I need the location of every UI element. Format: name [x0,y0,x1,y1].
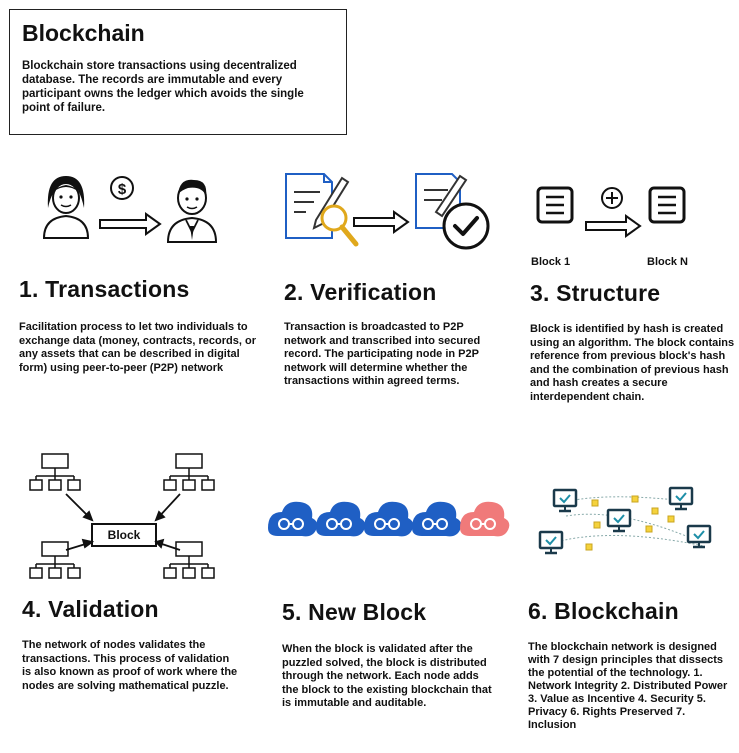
step-description: Block is identified by hash is created u… [530,323,735,403]
page-title: Blockchain [22,20,145,46]
step-transactions: 1. Transactions Facilitation process to … [19,276,257,375]
block-list-icon [536,186,574,224]
network-node-icon [585,495,675,551]
monitor-icon [668,486,694,511]
step-title: 6. Blockchain [528,598,679,624]
validation-block-label: Block [108,528,141,542]
step-title: 5. New Block [282,599,427,625]
step-verification: 2. Verification Transaction is broadcast… [284,279,508,389]
step-title: 4. Validation [22,596,159,622]
chain-block-icon [316,501,366,537]
transactions-illustration: $ [42,176,218,243]
verification-illustration [285,173,490,250]
header-box: Blockchain Blockchain store transactions… [9,9,347,135]
step-structure: 3. Structure Block is identified by hash… [530,280,736,405]
plus-circle-icon [601,187,623,209]
network-node-icon [163,453,215,491]
block-list-icon [648,186,686,224]
arrow-right-icon [99,212,162,236]
step-blockchain: 6. Blockchain The blockchain network is … [528,598,736,732]
arrow-right-icon [585,214,642,238]
validation-illustration: Block [29,453,215,579]
blockchain-network-illustration [538,486,712,555]
block-n-label: Block N [647,256,688,268]
monitor-icon [538,530,564,555]
new-block-chain-illustration [268,501,510,537]
document-check-icon [415,173,490,250]
step-validation: 4. Validation The network of nodes valid… [22,596,238,693]
monitor-icon [686,524,712,549]
step-description: Transaction is broadcasted to P2P networ… [284,321,481,388]
chain-new-block-icon [460,501,510,537]
block-box-icon [91,523,157,547]
network-node-icon [29,453,81,491]
magnifier-icon [320,204,359,247]
step-description: When the block is validated after the pu… [282,643,492,710]
step-title: 3. Structure [530,280,661,306]
step-new-block: 5. New Block When the block is validated… [282,599,498,711]
chain-block-icon [268,501,318,537]
chain-block-icon [364,501,414,537]
structure-illustration [536,186,686,238]
dollar-coin-icon: $ [110,176,134,200]
header-description: Blockchain store transactions using dece… [22,60,304,114]
svg-text:$: $ [118,181,127,198]
monitor-icon [606,508,632,533]
woman-avatar-icon [42,176,90,239]
arrows-icon [65,493,181,551]
step-title: 2. Verification [284,279,437,305]
man-avatar-icon [166,179,218,243]
arrow-right-icon [353,210,410,234]
chain-block-icon [412,501,462,537]
block-1-label: Block 1 [531,256,571,268]
step-title: 1. Transactions [19,276,190,302]
step-description: Facilitation process to let two individu… [19,321,256,374]
step-description: The blockchain network is designed with … [528,641,728,731]
monitor-icon [552,488,578,513]
step-description: The network of nodes validates the trans… [22,639,238,692]
